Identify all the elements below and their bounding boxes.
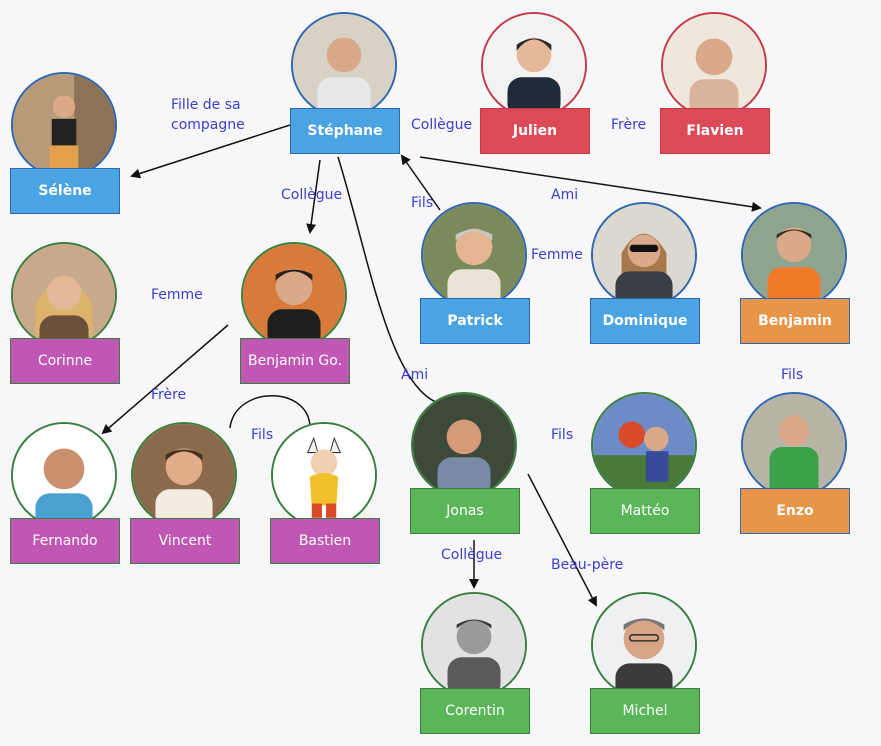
label-michel: Michel (590, 688, 700, 734)
label-fernando: Fernando (10, 518, 120, 564)
label-corentin: Corentin (420, 688, 530, 734)
node-benjamin-go[interactable]: Benjamin Go. (240, 242, 352, 394)
node-dominique[interactable]: Dominique (590, 202, 702, 354)
portrait-corentin (421, 592, 527, 698)
relation-femme-dominique: Femme (531, 247, 583, 263)
label-stephane: Stéphane (290, 108, 400, 154)
portrait-selene (11, 72, 117, 178)
portrait-fernando (11, 422, 117, 528)
label-patrick: Patrick (420, 298, 530, 344)
portrait-stephane (291, 12, 397, 118)
node-bastien[interactable]: Bastien (270, 422, 382, 574)
label-matteo: Mattéo (590, 488, 700, 534)
label-benjamin: Benjamin (740, 298, 850, 344)
node-corinne[interactable]: Corinne (10, 242, 122, 394)
node-michel[interactable]: Michel (590, 592, 702, 744)
label-julien: Julien (480, 108, 590, 154)
relation-collegue-benjamin-go: Collègue (281, 187, 343, 203)
relation-frere-flavien: Frère (611, 117, 647, 133)
portrait-vincent (131, 422, 237, 528)
node-julien[interactable]: Julien (480, 12, 592, 164)
portrait-michel (591, 592, 697, 698)
node-flavien[interactable]: Flavien (660, 12, 772, 164)
portrait-julien (481, 12, 587, 118)
label-selene: Sélène (10, 168, 120, 214)
label-benjamin-go: Benjamin Go. (240, 338, 350, 384)
label-jonas: Jonas (410, 488, 520, 534)
edge-stephane-benjamin (419, 156, 762, 212)
relation-fils-patrick: Fils (411, 195, 434, 211)
portrait-flavien (661, 12, 767, 118)
relation-fils-matteo: Fils (551, 427, 574, 443)
node-enzo[interactable]: Enzo (740, 392, 852, 544)
label-enzo: Enzo (740, 488, 850, 534)
portrait-dominique (591, 202, 697, 308)
node-corentin[interactable]: Corentin (420, 592, 532, 744)
node-matteo[interactable]: Mattéo (590, 392, 702, 544)
relation-fille-de-sa-compagne: Fille de sa compagne (171, 97, 245, 133)
edge-jonas-michel (527, 473, 597, 607)
label-corinne: Corinne (10, 338, 120, 384)
relation-beau-pere-michel: Beau-père (551, 557, 624, 573)
label-vincent: Vincent (130, 518, 240, 564)
node-stephane[interactable]: Stéphane (290, 12, 402, 164)
portrait-benjamin-go (241, 242, 347, 348)
relation-ami-jonas: Ami (401, 367, 429, 383)
node-patrick[interactable]: Patrick (420, 202, 532, 354)
node-benjamin[interactable]: Benjamin (740, 202, 852, 354)
node-fernando[interactable]: Fernando (10, 422, 122, 574)
portrait-corinne (11, 242, 117, 348)
node-vincent[interactable]: Vincent (130, 422, 242, 574)
portrait-matteo (591, 392, 697, 498)
relation-frere-fernando: Frère (151, 387, 187, 403)
portrait-jonas (411, 392, 517, 498)
portrait-bastien (271, 422, 377, 528)
node-selene[interactable]: Sélène (10, 72, 122, 224)
label-flavien: Flavien (660, 108, 770, 154)
label-bastien: Bastien (270, 518, 380, 564)
relation-fils-enzo: Fils (781, 367, 804, 383)
portrait-enzo (741, 392, 847, 498)
relation-collegue-julien: Collègue (411, 117, 473, 133)
relation-femme-corinne: Femme (151, 287, 203, 303)
portrait-benjamin (741, 202, 847, 308)
relation-fils-bastien: Fils (251, 427, 274, 443)
portrait-patrick (421, 202, 527, 308)
relation-collegue-corentin: Collègue (441, 547, 503, 563)
label-dominique: Dominique (590, 298, 700, 344)
relation-ami-benjamin: Ami (551, 187, 579, 203)
node-jonas[interactable]: Jonas (410, 392, 522, 544)
